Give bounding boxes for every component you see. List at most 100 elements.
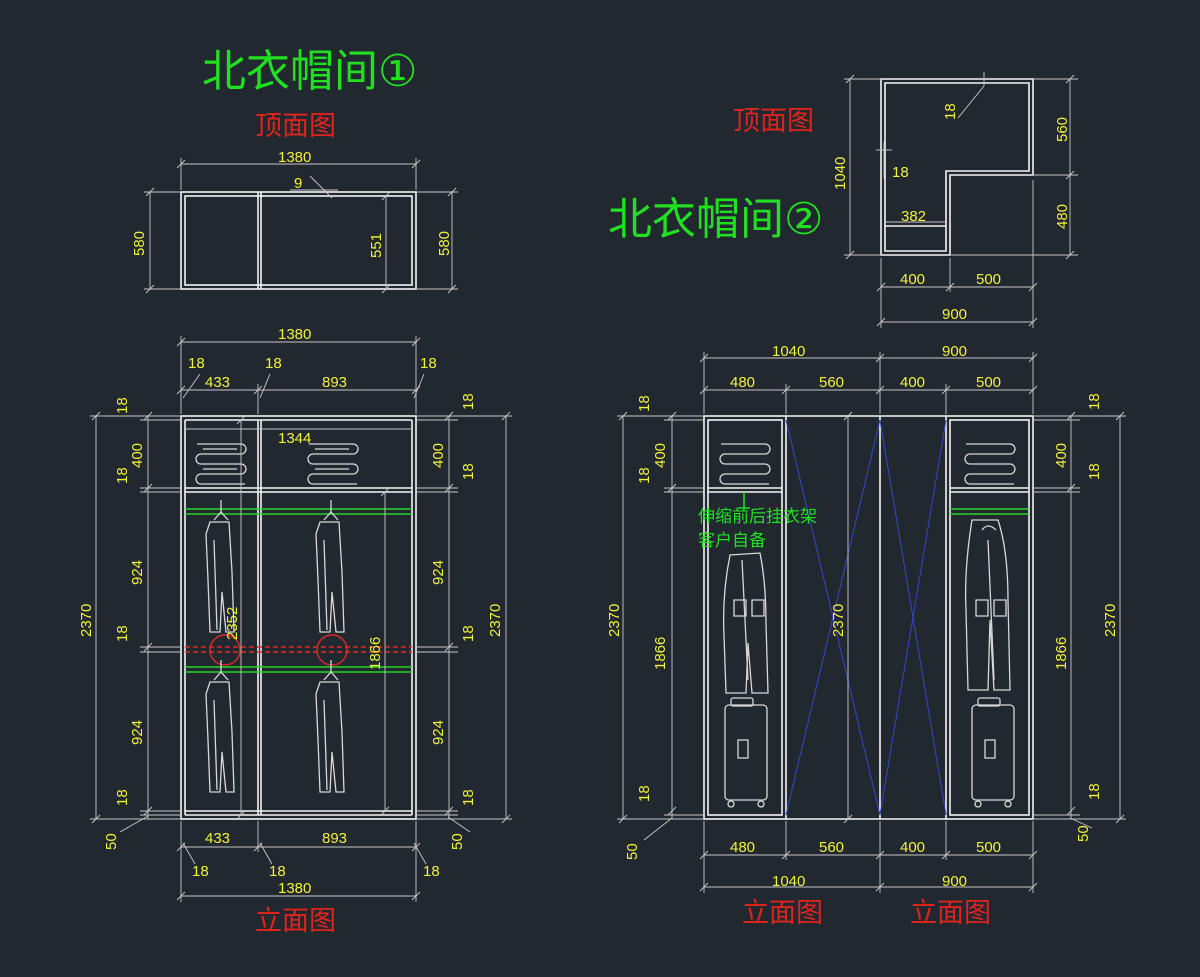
elev2-right-dim-4: 1866 [1053, 637, 1070, 670]
top2-opening-label: 382 [901, 208, 926, 225]
elev2-left-dim-1: 18 [636, 395, 653, 412]
elev2-width-left-top-label: 1040 [772, 343, 805, 360]
elev1-right-dim-2: 400 [430, 443, 447, 468]
elev1-left-dim-7: 18 [114, 789, 131, 806]
elev1-bay-right-bottom-label: 893 [322, 830, 347, 847]
elev1-panel-mid-top-label: 18 [265, 355, 282, 372]
top1-outline [180, 191, 417, 290]
top-view-2: 1040 18 18 382 560 480 400 500 90 [832, 72, 1078, 328]
label-elevation-1: 立面图 [255, 906, 336, 937]
top2-right-upper-label: 560 [1054, 117, 1071, 142]
elev1-right-dim-7: 18 [460, 789, 477, 806]
elev1-garment-1 [205, 500, 235, 633]
elev2-coats-right [964, 519, 1011, 691]
elev1-base-left-label: 50 [103, 833, 120, 850]
top2-width-a-label: 400 [900, 271, 925, 288]
elev2-overall-right-label: 2370 [1102, 604, 1119, 637]
elev1-right-dim-4: 924 [430, 560, 447, 585]
top2-panel-upper-label: 18 [942, 103, 959, 120]
elev2-left-cabinet [703, 415, 787, 820]
elev1-folded-clothes-right [307, 443, 359, 485]
elev1-panel-mid-bottom-label: 18 [269, 863, 286, 880]
elev2-folded-clothes-right [964, 443, 1016, 485]
elev2-suitcase-left [724, 697, 768, 808]
top1-depth-inner-label: 551 [368, 233, 385, 258]
elev1-left-dim-6: 924 [129, 720, 146, 745]
elev1-left-dim-3: 18 [114, 467, 131, 484]
elev2-suitcase-right [971, 697, 1015, 808]
elev1-right-dim-6: 924 [430, 720, 447, 745]
elevation-2: 2370 伸缩前后挂衣架 客户自备 [606, 343, 1126, 893]
elev2-base-right-label: 50 [1075, 825, 1092, 842]
elev1-inner-height-b-label: 1866 [367, 637, 384, 670]
elev1-right-dim-5: 18 [460, 625, 477, 642]
top2-right-lower-label: 480 [1054, 204, 1071, 229]
top1-depth-right-label: 580 [436, 231, 453, 256]
label-top-view-2: 顶面图 [733, 106, 814, 137]
elev1-left-dim-2: 400 [129, 443, 146, 468]
elev1-panel-right-top-label: 18 [420, 355, 437, 372]
label-elevation-2a: 立面图 [742, 898, 823, 929]
elev2-right-dim-5: 18 [1086, 783, 1103, 800]
title-cloakroom-2: 北衣帽间② [608, 194, 823, 245]
elev2-width-left-bottom-label: 1040 [772, 873, 805, 890]
top-view-1: 1380 9 580 551 580 [131, 149, 458, 294]
elev1-right-dim-3: 18 [460, 463, 477, 480]
elev2-left-dim-5: 18 [636, 785, 653, 802]
elev1-overall-right-label: 2370 [487, 604, 504, 637]
elev2-note-line2: 客户自备 [698, 531, 766, 551]
label-elevation-2b: 立面图 [910, 898, 991, 929]
elev2-right-dim-3: 18 [1086, 463, 1103, 480]
elev2-overall-left-label: 2370 [606, 604, 623, 637]
elev1-width-top-label: 1380 [278, 326, 311, 343]
top1-gap-label: 9 [294, 175, 302, 192]
elev2-seg-bottom-1: 480 [730, 839, 755, 856]
elev2-overall-mid-label: 2370 [830, 604, 847, 637]
elev1-base-right-label: 50 [449, 833, 466, 850]
top2-width-total-label: 900 [942, 306, 967, 323]
elev1-bay-right-top-label: 893 [322, 374, 347, 391]
elev1-overall-left-label: 2370 [78, 604, 95, 637]
elev2-seg-bottom-3: 400 [900, 839, 925, 856]
top1-width-label: 1380 [278, 149, 311, 166]
top1-depth-left-label: 580 [131, 231, 148, 256]
elev2-seg-bottom-2: 560 [819, 839, 844, 856]
top2-panel-left-label: 18 [892, 164, 909, 181]
elev1-folded-clothes-left [195, 443, 247, 485]
elev1-garment-3 [205, 660, 235, 793]
elev2-left-dim-3: 18 [636, 467, 653, 484]
elev1-bay-left-top-label: 433 [205, 374, 230, 391]
elev2-folded-clothes-left [719, 443, 771, 485]
elev1-garment-2 [315, 500, 345, 633]
elev1-marker-right [316, 634, 348, 666]
elev2-right-cabinet [945, 415, 1034, 820]
elev1-right-dim-1: 18 [460, 393, 477, 410]
elev1-left-dim-5: 18 [114, 625, 131, 642]
elev1-inner-width-label: 1344 [278, 430, 311, 447]
elev2-coats-left [722, 552, 769, 694]
elev2-seg-top-2: 560 [819, 374, 844, 391]
elev1-panel-left-top-label: 18 [188, 355, 205, 372]
top2-overall-depth-label: 1040 [832, 157, 849, 190]
elev1-left-dim-4: 924 [129, 560, 146, 585]
elev2-left-dim-4: 1866 [652, 637, 669, 670]
elev2-right-dim-2: 400 [1053, 443, 1070, 468]
elev1-panel-left-bottom-label: 18 [192, 863, 209, 880]
elev1-garment-4 [315, 660, 345, 793]
elev1-inner-height-a-label: 2352 [224, 607, 241, 640]
elev1-width-bottom-label: 1380 [278, 880, 311, 897]
elev1-left-dim-1: 18 [114, 397, 131, 414]
label-top-view-1: 顶面图 [255, 111, 336, 142]
elev2-base-left-label: 50 [624, 843, 641, 860]
elev1-bay-left-bottom-label: 433 [205, 830, 230, 847]
elevation-1: 2352 1866 1344 1380 433 893 18 18 18 [78, 326, 512, 902]
elev2-right-dim-1: 18 [1086, 393, 1103, 410]
elev2-width-right-bottom-label: 900 [942, 873, 967, 890]
top1-inner [184, 195, 413, 286]
elev2-left-dim-2: 400 [652, 443, 669, 468]
elev1-panel-right-bottom-label: 18 [423, 863, 440, 880]
elev2-seg-top-1: 480 [730, 374, 755, 391]
elev2-seg-top-3: 400 [900, 374, 925, 391]
elev2-note-line1: 伸缩前后挂衣架 [698, 507, 817, 527]
